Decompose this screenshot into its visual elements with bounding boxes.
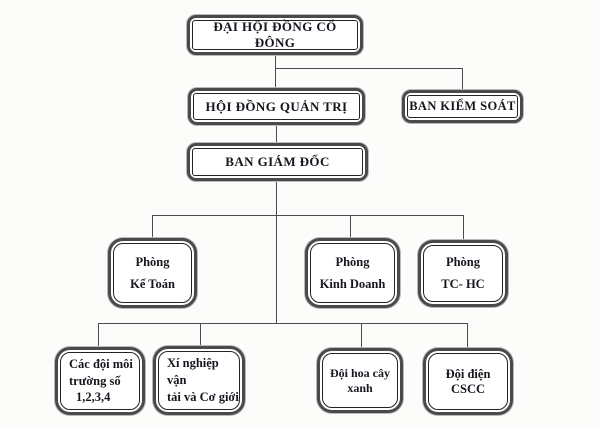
connector-line bbox=[350, 215, 351, 238]
org-node-frame: Các đội môi trường số 1,2,3,4 bbox=[60, 352, 140, 410]
org-node-hoi-dong-quan-tri: HỘI ĐỒNG QUẢN TRỊ bbox=[188, 88, 365, 125]
org-node-label: Xí nghiệp vận bbox=[167, 356, 219, 388]
org-node-phong-ke-toan: Phòng Kế Toán bbox=[108, 238, 197, 308]
org-node-frame: BAN GIÁM ĐỐC bbox=[192, 148, 363, 176]
connector-line bbox=[275, 68, 463, 69]
org-node-label: trường số bbox=[69, 373, 121, 388]
connector-line bbox=[98, 323, 468, 324]
connector-line bbox=[152, 215, 463, 216]
connector-line bbox=[276, 215, 277, 323]
connector-line bbox=[463, 215, 464, 240]
connector-line bbox=[276, 181, 277, 215]
org-node-label: BAN GIÁM ĐỐC bbox=[225, 154, 330, 169]
org-node-frame: Đội hoa cây xanh bbox=[322, 353, 398, 408]
connector-line bbox=[98, 323, 99, 347]
org-node-doi-dien-cscc: Đội điện CSCC bbox=[423, 348, 513, 415]
org-node-label: ĐẠI HỘI ĐỒNG CỔ ĐÔNG bbox=[213, 19, 337, 50]
org-node-frame: ĐẠI HỘI ĐỒNG CỔ ĐÔNG bbox=[192, 19, 358, 50]
org-node-frame: Đội điện CSCC bbox=[428, 353, 508, 410]
org-node-label: HỘI ĐỒNG QUẢN TRỊ bbox=[205, 98, 348, 114]
connector-line bbox=[361, 323, 362, 348]
org-node-label: BAN KIỂM SOÁT bbox=[409, 99, 516, 113]
org-node-label: Các đội môi bbox=[69, 356, 133, 371]
org-node-label: Đội điện CSCC bbox=[445, 366, 491, 396]
org-node-doi-hoa-cay-xanh: Đội hoa cây xanh bbox=[317, 348, 403, 413]
connector-line bbox=[152, 215, 153, 238]
org-node-frame: Phòng TC- HC bbox=[423, 245, 503, 302]
org-node-label: Phòng bbox=[135, 254, 170, 269]
org-node-label: tải và Cơ giới bbox=[167, 389, 239, 404]
org-node-phong-tc-hc: Phòng TC- HC bbox=[418, 240, 508, 307]
connector-line bbox=[200, 323, 201, 346]
connector-line bbox=[462, 68, 463, 90]
org-node-frame: HỘI ĐỒNG QUẢN TRỊ bbox=[193, 93, 360, 120]
org-node-label: 1,2,3,4 bbox=[76, 390, 111, 405]
org-node-frame: Phòng Kinh Doanh bbox=[310, 243, 395, 303]
connector-line bbox=[276, 125, 277, 143]
org-node-label: Phòng bbox=[445, 255, 481, 269]
connector-line bbox=[275, 68, 276, 88]
org-node-ban-giam-doc: BAN GIÁM ĐỐC bbox=[187, 143, 368, 181]
org-node-label: Đội hoa cây xanh bbox=[330, 365, 390, 395]
org-node-label: Kinh Doanh bbox=[319, 276, 386, 291]
org-node-frame: Phòng Kế Toán bbox=[113, 243, 192, 303]
org-node-label: Kế Toán bbox=[130, 276, 175, 291]
org-node-label: Phòng bbox=[335, 254, 370, 269]
org-node-label: TC- HC bbox=[441, 277, 485, 291]
org-node-frame: Xí nghiệp vận tải và Cơ giới bbox=[158, 351, 240, 410]
org-node-frame: BAN KIỂM SOÁT bbox=[407, 95, 518, 118]
org-node-phong-kinh-doanh: Phòng Kinh Doanh bbox=[305, 238, 400, 308]
connector-line bbox=[467, 323, 468, 348]
connector-line bbox=[275, 55, 276, 69]
org-node-dai-hoi-dong-co-dong: ĐẠI HỘI ĐỒNG CỔ ĐÔNG bbox=[187, 15, 363, 55]
org-node-cac-doi-moi-truong: Các đội môi trường số 1,2,3,4 bbox=[55, 347, 145, 415]
org-node-ban-kiem-soat: BAN KIỂM SOÁT bbox=[402, 90, 523, 123]
org-node-xi-nghiep-van-tai: Xí nghiệp vận tải và Cơ giới bbox=[153, 346, 245, 415]
